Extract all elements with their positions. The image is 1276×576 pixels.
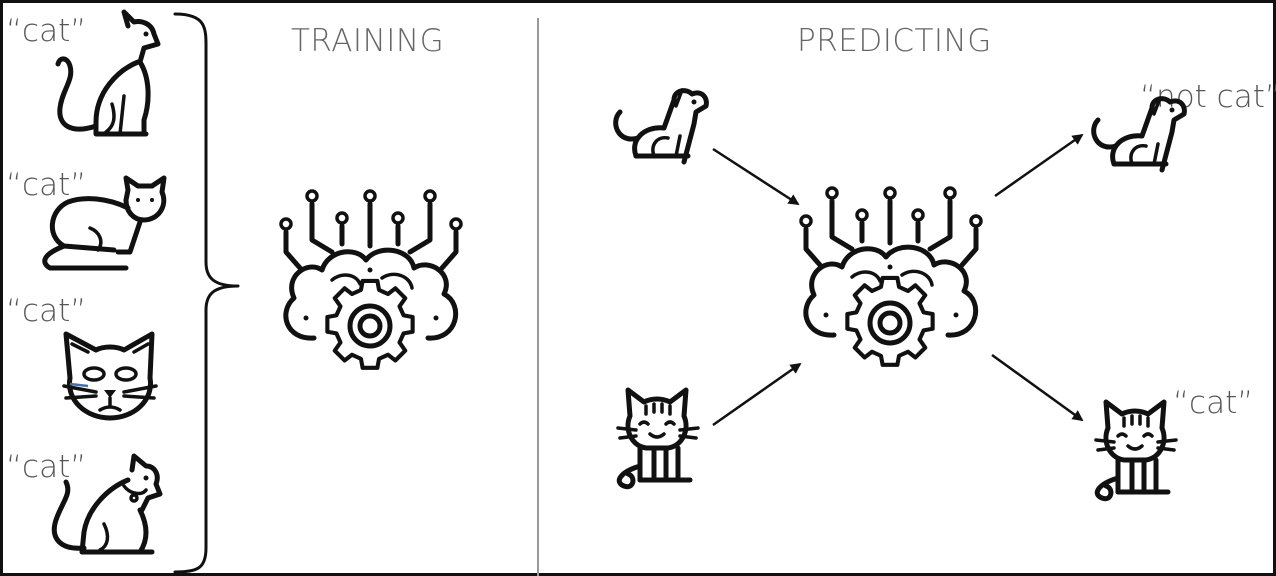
- training-label-4: “cat”: [6, 449, 87, 485]
- predicting-brain-gear-icon: [801, 188, 981, 365]
- predicting-heading: PREDICTING: [797, 23, 992, 59]
- prediction-label-cat: “cat”: [1173, 385, 1254, 421]
- cat-face-icon: [62, 331, 158, 421]
- cat-output-icon: [1096, 402, 1176, 499]
- training-label-1: “cat”: [6, 13, 87, 49]
- training-label-3: “cat”: [6, 293, 87, 329]
- training-heading: TRAINING: [291, 23, 445, 59]
- dog-input-icon: [616, 90, 707, 162]
- sitting-cat-icon: [55, 9, 161, 137]
- cat-input-icon: [618, 390, 698, 487]
- dog-output-icon: [1094, 98, 1185, 170]
- grouping-brace: [173, 12, 240, 574]
- crouching-cat-icon: [42, 175, 167, 271]
- arrow-model-to-cat: [991, 353, 1084, 422]
- training-label-2: “cat”: [6, 167, 87, 203]
- collared-cat-icon: [51, 453, 163, 555]
- arrow-dog-to-model: [712, 147, 800, 206]
- arrow-model-to-not-cat: [994, 133, 1084, 198]
- training-brain-gear-icon: [281, 191, 461, 368]
- arrow-cat-to-model: [712, 362, 802, 427]
